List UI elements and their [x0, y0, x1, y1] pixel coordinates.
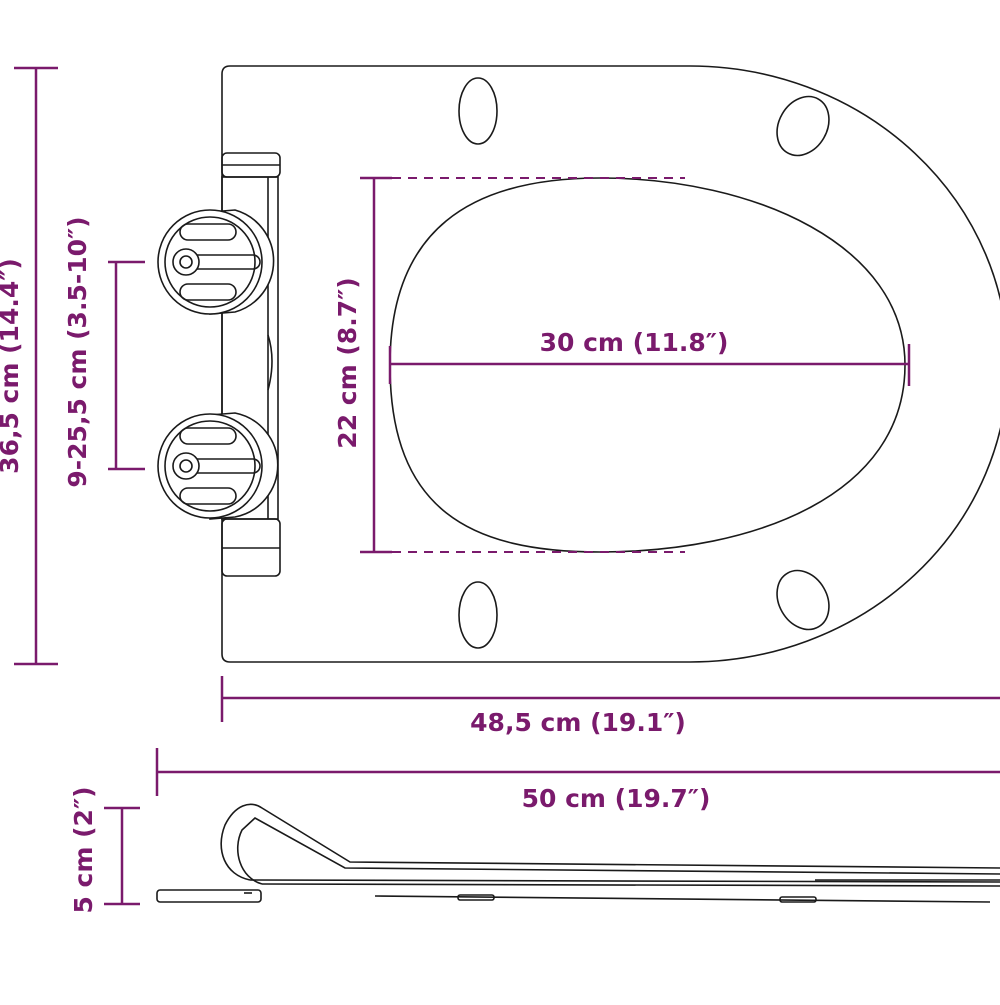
seat-outer-outline	[221, 65, 1000, 663]
label-inner-width: 30 cm (11.8″)	[540, 328, 729, 357]
hinge-mount-bottom	[157, 412, 279, 520]
label-seat-width: 48,5 cm (19.1″)	[470, 708, 686, 737]
label-inner-length: 22 cm (8.7″)	[333, 277, 362, 448]
dimension-labels: 36,5 cm (14.4″) 9-25,5 cm (3.5-10″) 22 c…	[0, 216, 728, 913]
label-hinge-spacing: 9-25,5 cm (3.5-10″)	[63, 216, 92, 487]
hinge-mount-top	[157, 209, 275, 315]
label-side-height: 5 cm (2″)	[69, 786, 98, 913]
dimension-lines	[14, 66, 1000, 906]
label-total-width: 50 cm (19.7″)	[522, 784, 711, 813]
bumper-pad-bottom-left	[458, 581, 498, 649]
label-total-height: 36,5 cm (14.4″)	[0, 258, 24, 474]
side-profile-inner	[237, 817, 1000, 885]
bumper-pad-bottom-right	[776, 569, 830, 631]
bumper-pad-top-right	[776, 95, 830, 157]
seat-top-view	[221, 65, 1000, 663]
side-profile-outer	[220, 803, 1000, 881]
bumper-pad-top-left	[458, 77, 498, 145]
seat-side-view	[156, 803, 1000, 903]
side-bottom-strip	[374, 895, 991, 903]
side-hinge-base	[156, 889, 262, 903]
